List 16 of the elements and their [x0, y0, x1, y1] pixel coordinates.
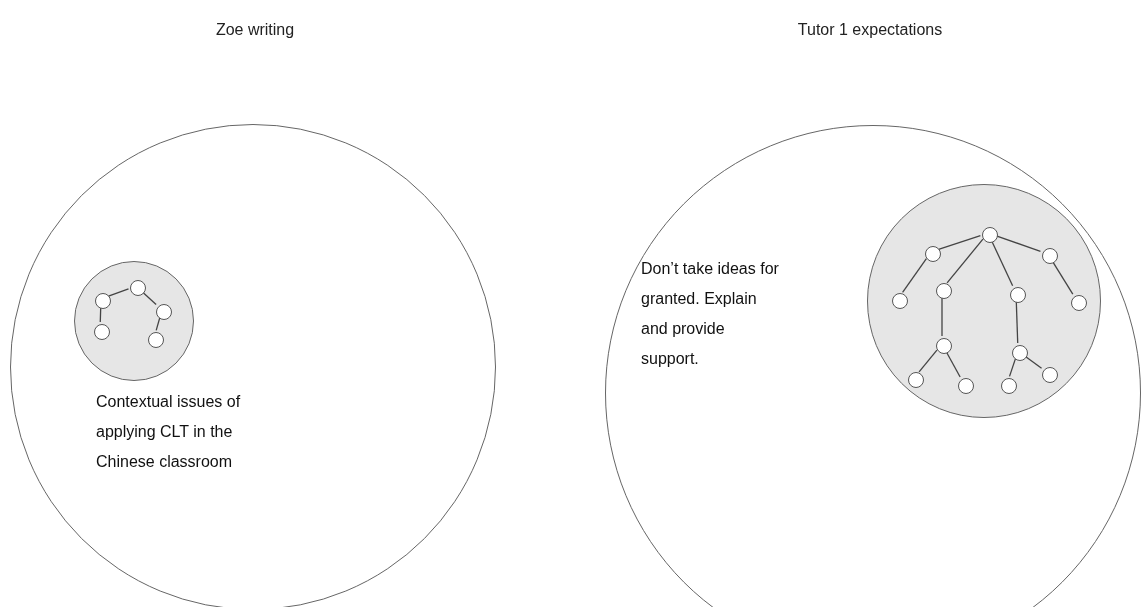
connector-line — [1051, 260, 1074, 295]
connector-line — [141, 290, 157, 306]
circle-title: Tutor 1 expectations — [796, 20, 944, 40]
connector-line — [1008, 357, 1017, 378]
connector-line — [99, 306, 102, 323]
connector-line — [901, 257, 928, 294]
circle-note: Don’t take ideas for granted. Explain and provide support. — [641, 259, 780, 369]
connector-line — [107, 288, 130, 297]
connector-line — [941, 296, 943, 337]
circle-note: Contextual issues of applying CLT in the Chinese classroom — [96, 392, 242, 472]
connector-line — [1015, 300, 1019, 344]
connector-line — [946, 238, 984, 284]
connector-line — [937, 234, 982, 251]
circle-title: Zoe writing — [214, 20, 296, 40]
connector-line — [155, 317, 161, 331]
connector-line — [918, 349, 938, 373]
